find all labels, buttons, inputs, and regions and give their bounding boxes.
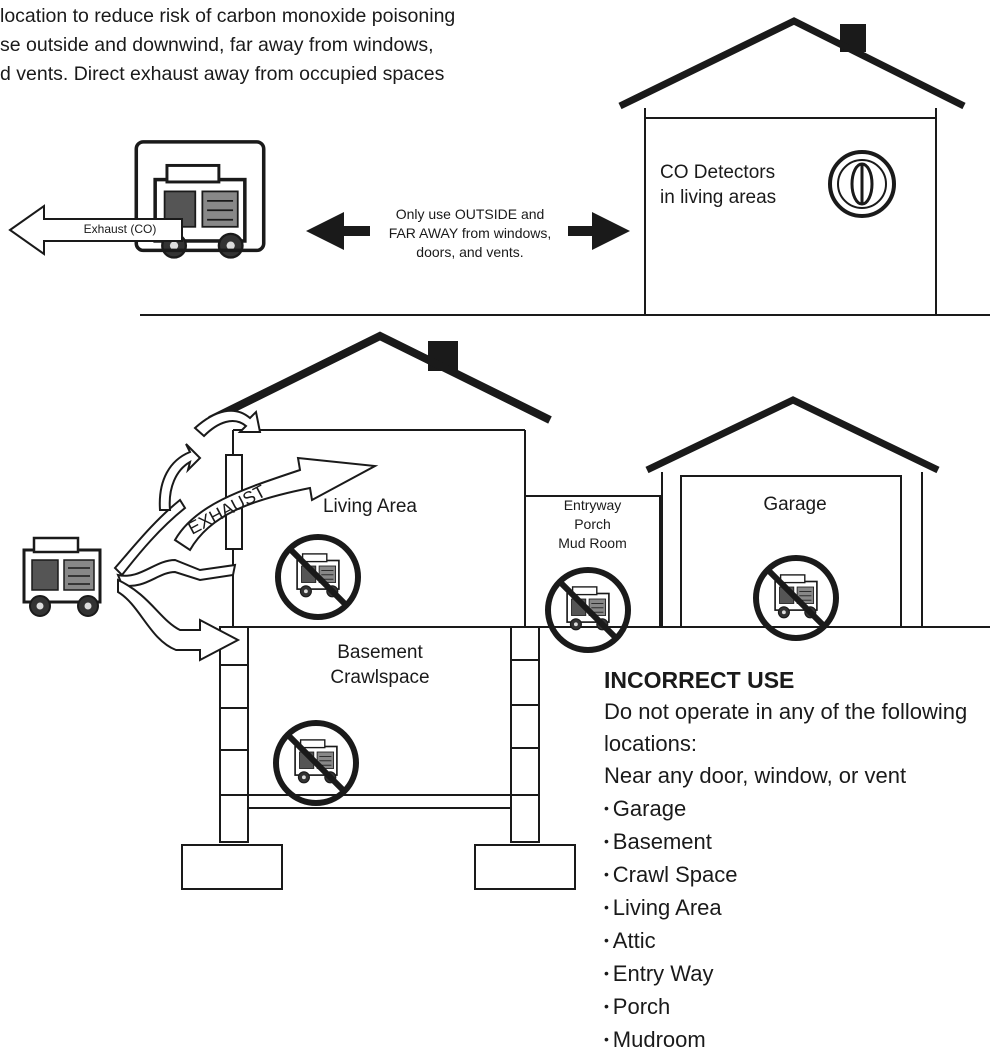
list-item: Entry Way: [604, 957, 984, 990]
basement-structure: [181, 626, 576, 890]
room-basement: Basement Crawlspace: [330, 642, 430, 688]
warning-heading: INCORRECT USE: [604, 667, 795, 693]
warning-list: Garage Basement Crawl Space Living Area …: [604, 792, 984, 1056]
generator-icon: [22, 536, 102, 618]
list-item: Crawl Space: [604, 858, 984, 891]
generator-icon: [134, 140, 266, 260]
left-arrow-icon: [8, 204, 183, 256]
list-item: Living Area: [604, 891, 984, 924]
top-scene: [8, 17, 990, 316]
room-entryway: Entryway Porch Mud Room: [558, 497, 627, 551]
list-item: Garage: [604, 792, 984, 825]
list-item: Basement: [604, 825, 984, 858]
house-icon: [618, 17, 966, 315]
intro-text: location to reduce risk of carbon monoxi…: [0, 5, 456, 85]
exhaust-label: Exhaust (CO): [83, 222, 157, 236]
no-generator-icon: [276, 723, 356, 803]
house-icon: [208, 331, 990, 628]
room-living-area: Living Area: [322, 496, 417, 517]
no-generator-icon: [278, 537, 358, 617]
incorrect-use-panel: INCORRECT USE Do not operate in any of t…: [604, 664, 984, 1056]
warning-intro: Do not operate in any of the following l…: [604, 699, 968, 756]
co-detector-icon: [828, 150, 896, 218]
warning-note: Near any door, window, or vent: [604, 763, 907, 788]
list-item: Mudroom: [604, 1023, 984, 1056]
exhaust-arrow-icon: [113, 409, 379, 662]
garage-icon: [645, 396, 940, 628]
list-item: Attic: [604, 924, 984, 957]
room-garage: Garage: [763, 494, 827, 515]
guidance-label: Only use OUTSIDE and FAR AWAY from windo…: [388, 206, 552, 260]
list-item: Porch: [604, 990, 984, 1023]
double-arrow-icon: [306, 212, 630, 250]
bottom-scene: EXHAUST: [22, 331, 990, 890]
no-generator-icon: [548, 570, 628, 650]
detector-label: CO Detectors in living areas: [660, 162, 777, 208]
